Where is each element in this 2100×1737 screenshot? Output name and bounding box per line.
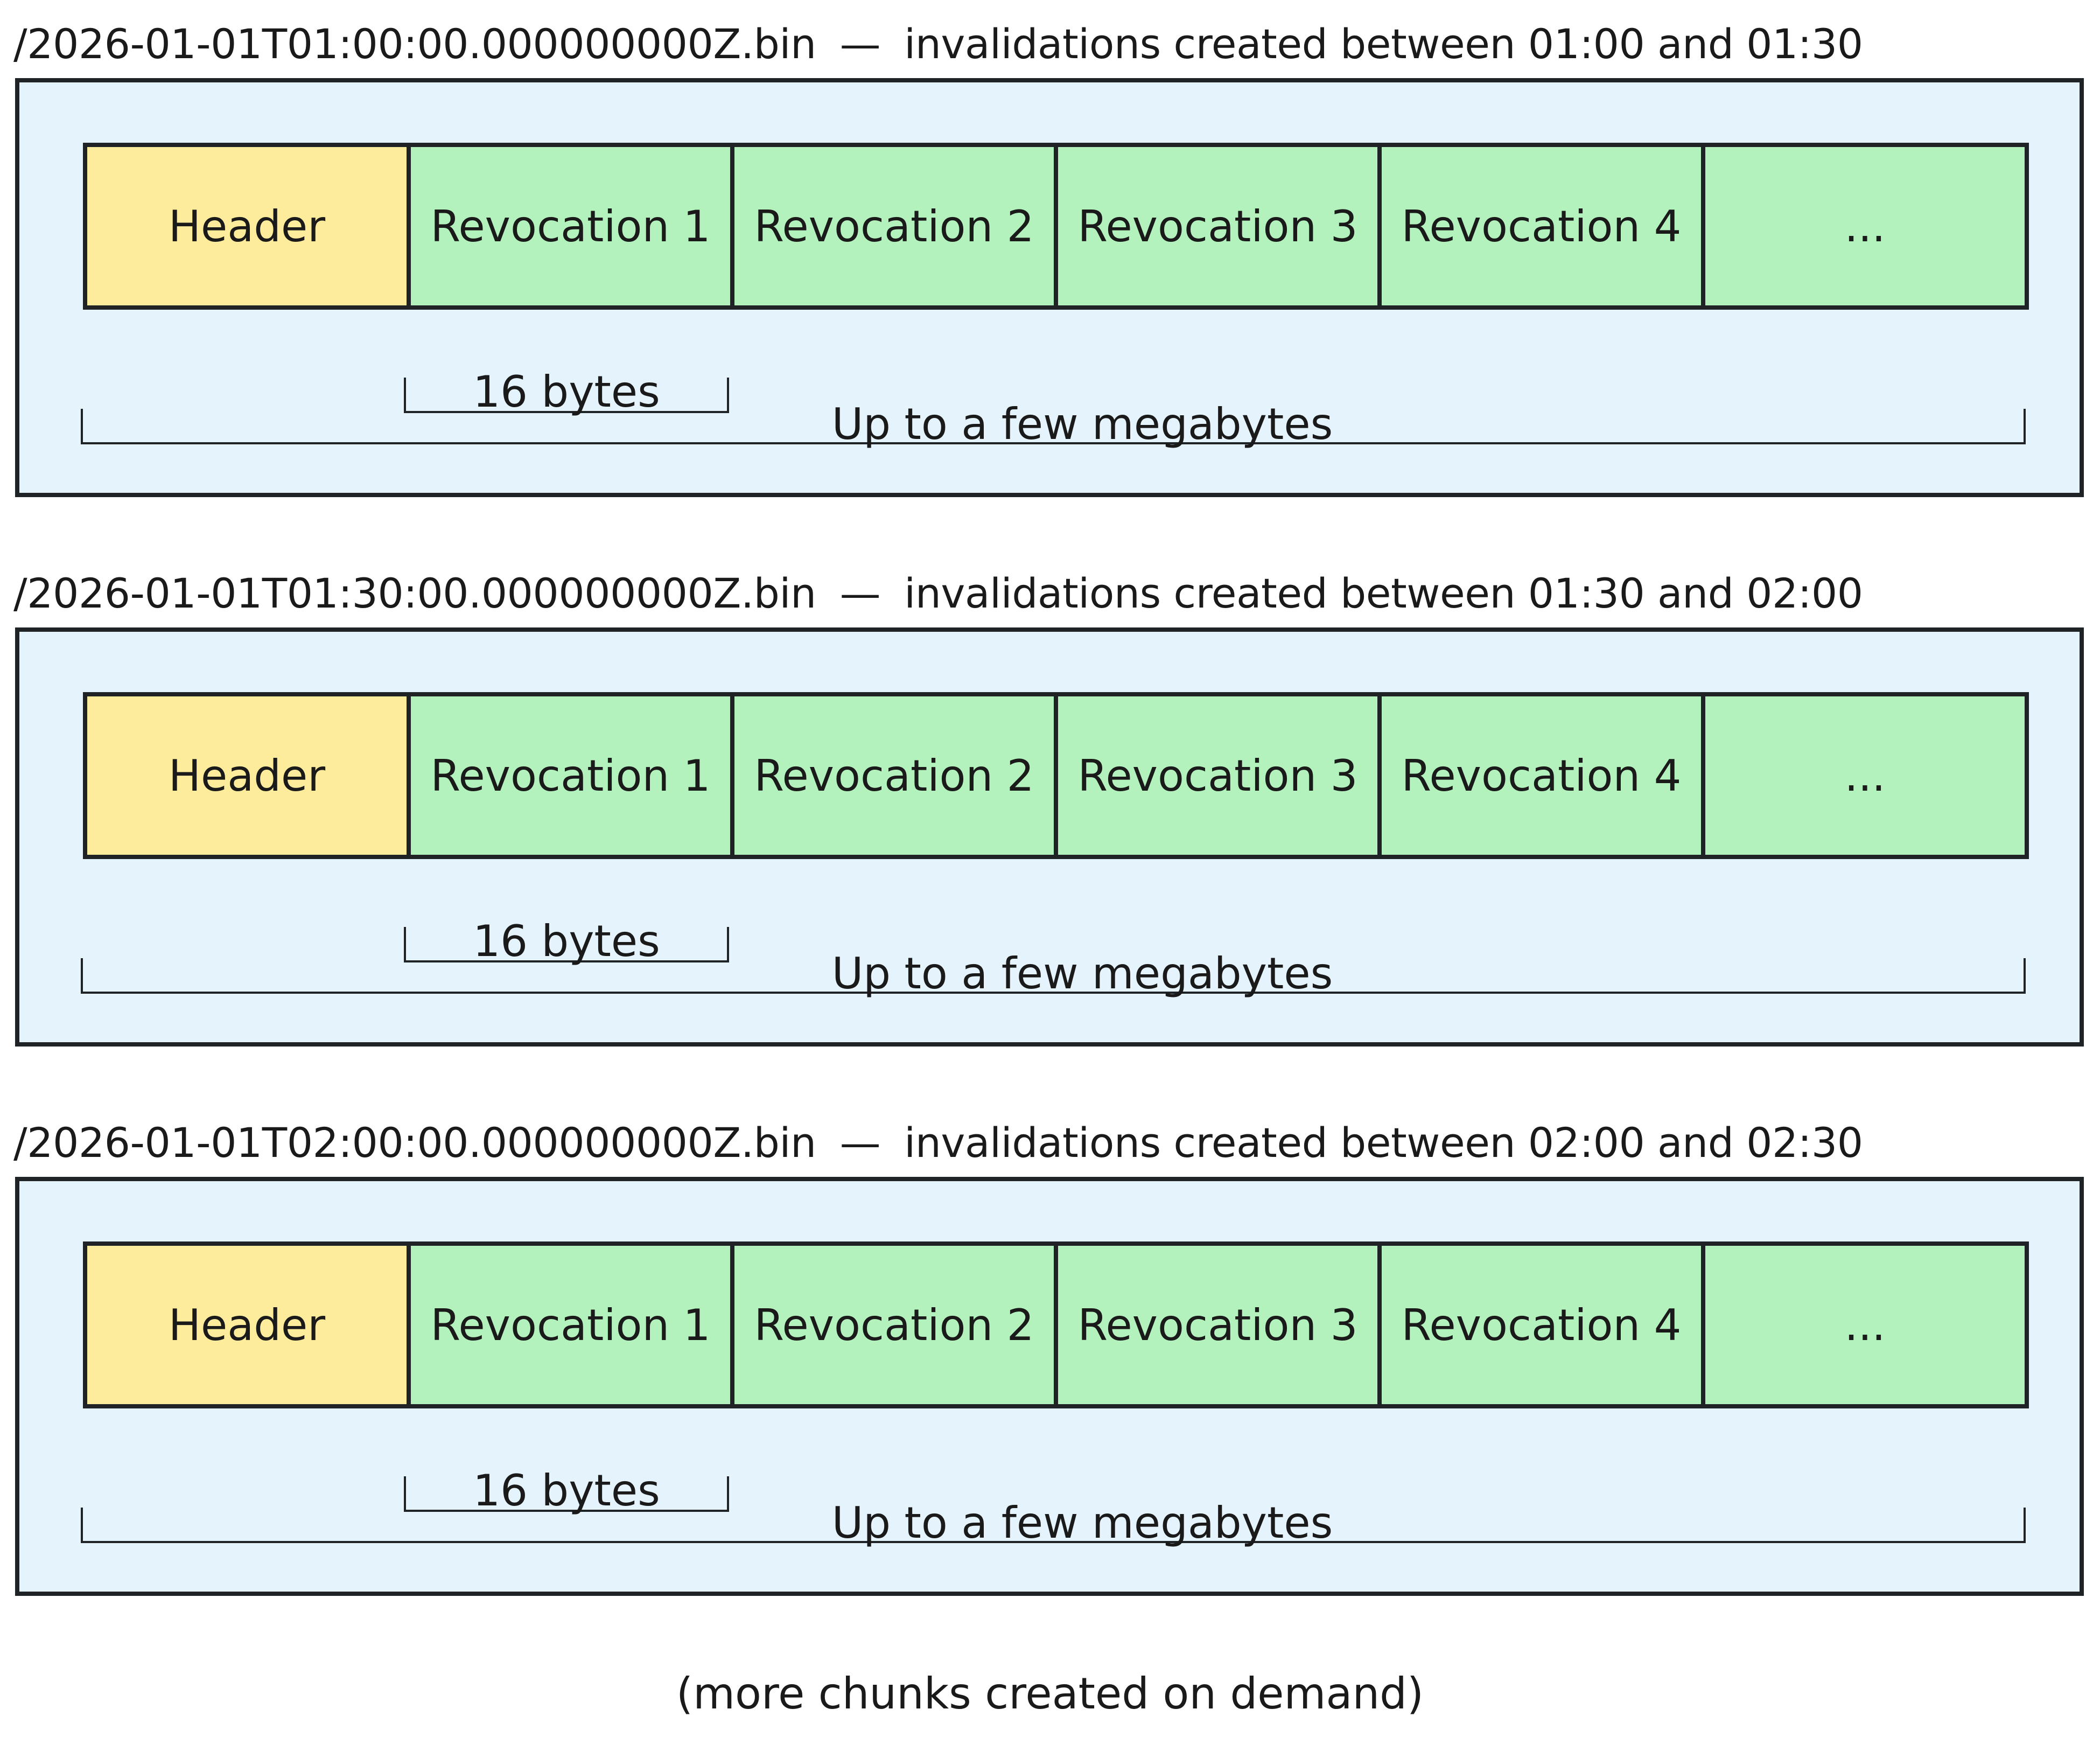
- revocation-size-bracket: [404, 1476, 729, 1512]
- chunk-title: /2026-01-01T02:00:00.000000000Z.bin — inva…: [13, 1111, 1863, 1175]
- chunk-file-box: Header Revocation 1 Revocation 2 Revocat…: [15, 627, 2084, 1047]
- revocation-cell: Revocation 4: [1377, 1246, 1701, 1404]
- revocation-cell: Revocation 2: [730, 147, 1054, 305]
- chunk-title: /2026-01-01T01:00:00.000000000Z.bin — inva…: [13, 12, 1863, 76]
- chunk-cells-row: Header Revocation 1 Revocation 2 Revocat…: [83, 1241, 2029, 1408]
- revocation-cell: Revocation 3: [1054, 1246, 1377, 1404]
- chunk-size-label: Up to a few megabytes: [831, 948, 1333, 999]
- chunk-size-bracket: [81, 958, 2026, 994]
- chunk-description: invalidations created between 01:30 and …: [904, 569, 1863, 617]
- chunk-description: invalidations created between 02:00 and …: [904, 1119, 1863, 1167]
- revocation-cell: Revocation 3: [1054, 696, 1377, 855]
- chunk-cells-row: Header Revocation 1 Revocation 2 Revocat…: [83, 692, 2029, 859]
- chunk-size-bracket: [81, 409, 2026, 444]
- revocation-size-bracket: [404, 927, 729, 962]
- footer-note: (more chunks created on demand): [676, 1669, 1424, 1719]
- title-separator: —: [839, 569, 881, 617]
- revocation-cell: Revocation 1: [407, 1246, 730, 1404]
- revocation-size-bracket: [404, 378, 729, 413]
- chunk-filename: /2026-01-01T01:30:00.000000000Z.bin: [13, 569, 816, 617]
- revocation-cell: Revocation 1: [407, 147, 730, 305]
- revocation-cell: Revocation 2: [730, 1246, 1054, 1404]
- chunk-size-label: Up to a few megabytes: [831, 399, 1333, 449]
- revocation-cell: Revocation 2: [730, 696, 1054, 855]
- revocation-size-label: 16 bytes: [473, 916, 660, 966]
- revocation-cell: Revocation 4: [1377, 147, 1701, 305]
- chunk-filename: /2026-01-01T02:00:00.000000000Z.bin: [13, 1119, 816, 1167]
- revocation-size-label: 16 bytes: [473, 367, 660, 417]
- revocation-cell: Revocation 4: [1377, 696, 1701, 855]
- header-cell: Header: [87, 696, 407, 855]
- title-separator: —: [839, 1119, 881, 1167]
- chunk-size-label: Up to a few megabytes: [831, 1498, 1333, 1548]
- ellipsis-cell: ...: [1701, 696, 2025, 855]
- revocation-cell: Revocation 1: [407, 696, 730, 855]
- chunk-description: invalidations created between 01:00 and …: [904, 20, 1863, 68]
- ellipsis-cell: ...: [1701, 147, 2025, 305]
- chunk-file-box: Header Revocation 1 Revocation 2 Revocat…: [15, 78, 2084, 497]
- chunk-filename: /2026-01-01T01:00:00.000000000Z.bin: [13, 20, 816, 68]
- revocation-size-label: 16 bytes: [473, 1466, 660, 1516]
- title-separator: —: [839, 20, 881, 68]
- chunk-file-box: Header Revocation 1 Revocation 2 Revocat…: [15, 1177, 2084, 1596]
- header-cell: Header: [87, 1246, 407, 1404]
- revocation-cell: Revocation 3: [1054, 147, 1377, 305]
- header-cell: Header: [87, 147, 407, 305]
- chunk-size-bracket: [81, 1508, 2026, 1543]
- ellipsis-cell: ...: [1701, 1246, 2025, 1404]
- chunk-title: /2026-01-01T01:30:00.000000000Z.bin — inva…: [13, 561, 1863, 626]
- chunk-cells-row: Header Revocation 1 Revocation 2 Revocat…: [83, 143, 2029, 310]
